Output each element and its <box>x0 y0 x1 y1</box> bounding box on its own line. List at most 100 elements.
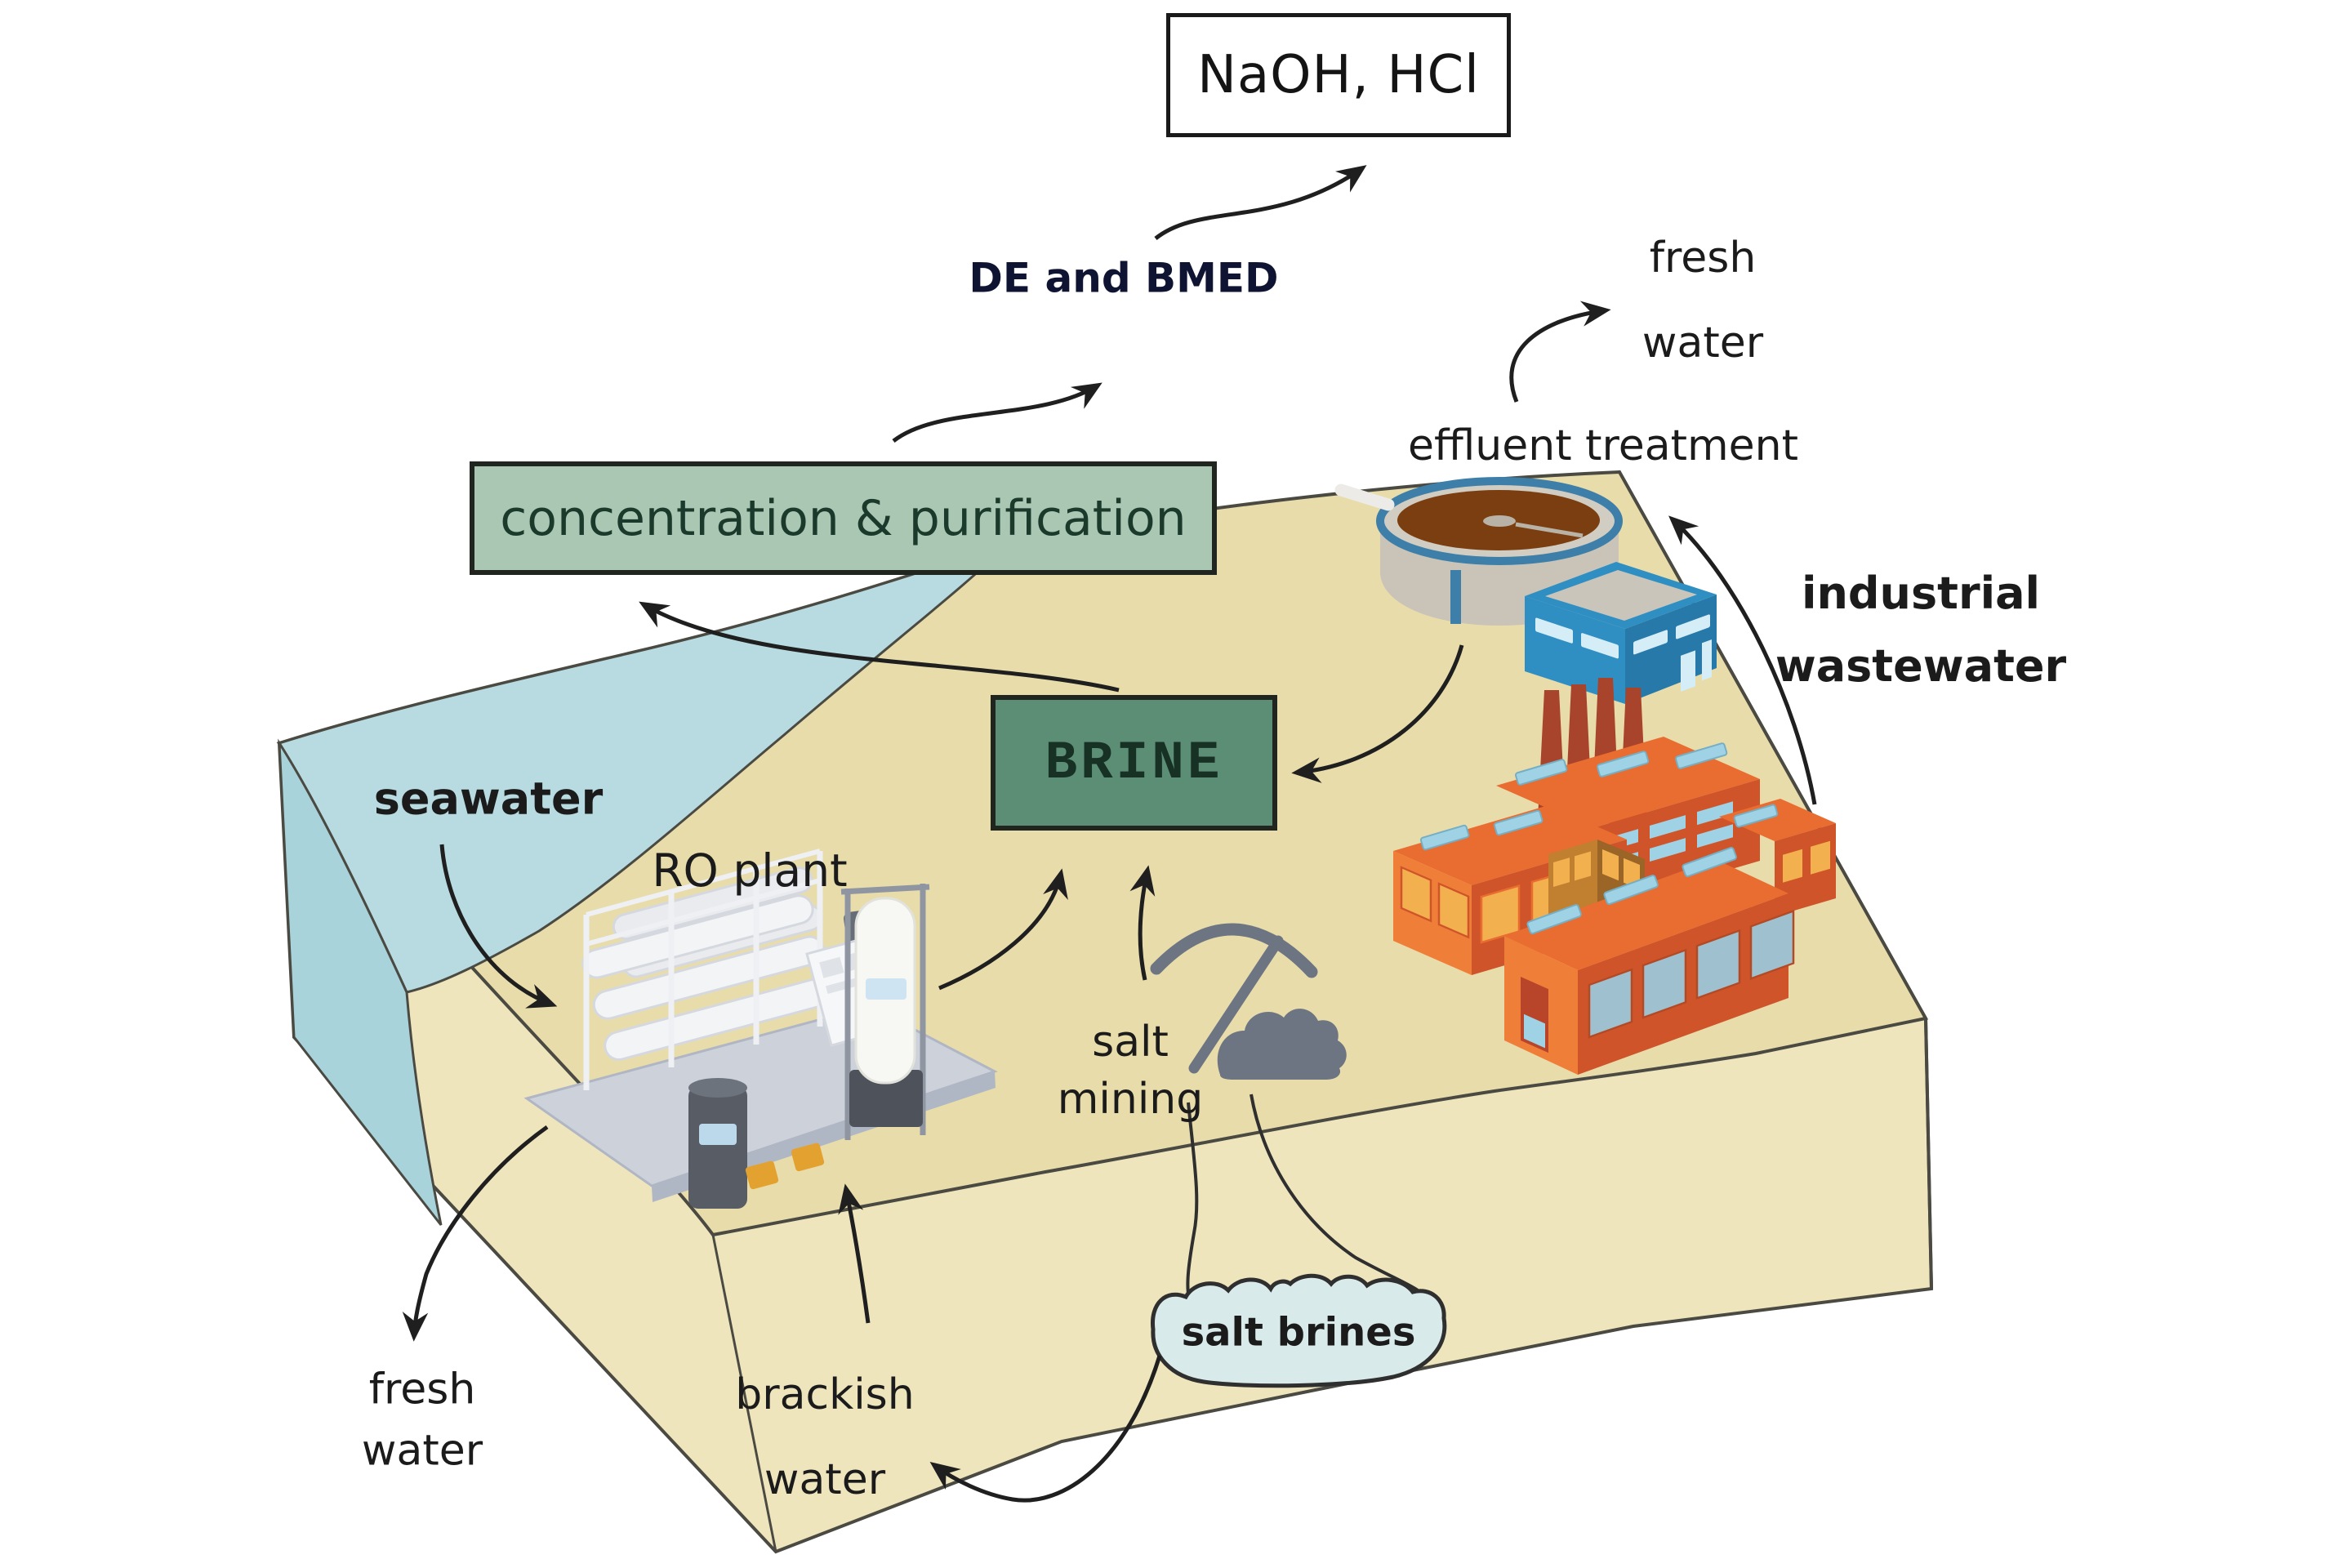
concentration-purification-box: concentration & purification <box>470 461 1217 575</box>
ro-pump <box>791 1143 825 1172</box>
arrow-brine-to-concentration <box>639 601 1120 693</box>
naoh-hcl-label: NaOH, HCl <box>1197 45 1480 105</box>
fresh-water-bottom-label: fresh water <box>361 1365 483 1476</box>
tank-hub <box>1483 515 1516 527</box>
tank-base <box>849 1070 923 1127</box>
factory-left-wall-windows <box>1400 866 1470 939</box>
skylight-bar <box>1493 809 1544 836</box>
factory-door <box>1521 977 1548 1054</box>
flow-arrows <box>402 165 1817 1503</box>
door-window <box>1524 1013 1545 1049</box>
salt-mining-label: salt mining <box>1057 1017 1204 1124</box>
window-pane <box>1633 630 1668 655</box>
naoh-hcl-box: NaOH, HCl <box>1166 13 1511 137</box>
brine-box: BRINE <box>991 695 1277 831</box>
factory-front-roof <box>1504 859 1788 970</box>
window-pane <box>1749 909 1795 981</box>
frame-rail <box>586 849 821 947</box>
pickaxe-handle-icon <box>1188 935 1284 1074</box>
skylight-bar <box>1526 903 1582 934</box>
industrial-wastewater-label: industrial wastewater <box>1775 567 2067 692</box>
sea-side-face <box>278 738 443 1226</box>
ro-pump <box>745 1160 779 1190</box>
arrow-ro-plant-to-freshwater <box>402 1125 549 1342</box>
factory-front-windows <box>1588 909 1795 1039</box>
effluent-treatment-label: effluent treatment <box>1408 421 1798 470</box>
tank-body-stripe <box>1450 570 1461 624</box>
window-pane <box>1681 650 1695 692</box>
skylight-bar <box>1419 824 1470 851</box>
window-pane <box>1437 882 1470 939</box>
land-front-corner-edge <box>711 1234 777 1552</box>
window-pane <box>1650 815 1686 840</box>
arrow-mining-to-brine <box>1129 865 1156 981</box>
arrow-factory-to-effluent <box>1668 515 1817 805</box>
factory <box>1393 678 1836 1075</box>
concentration-purification-label: concentration & purification <box>500 489 1187 547</box>
frame-post <box>583 851 823 1090</box>
salt-brines-pocket <box>1151 1094 1447 1388</box>
rock-pile-icon <box>1217 1009 1347 1080</box>
ro-rack-frame <box>583 849 823 1090</box>
ro-plant <box>523 849 998 1209</box>
arrow-saltbrines-to-brackish <box>929 1355 1162 1503</box>
window-pane <box>1697 824 1733 849</box>
brackish-water-label: brackish water <box>735 1370 915 1504</box>
pickaxe-head-icon <box>1150 923 1318 978</box>
ro-membrane-rack-front <box>581 894 836 1061</box>
ro-tall-tank <box>840 884 930 1140</box>
cabinet-panel <box>819 956 844 978</box>
window-pane <box>1676 614 1710 639</box>
arrow-seawater-to-ro-plant <box>439 844 558 1009</box>
factory-left-roof <box>1393 805 1627 885</box>
arrow-brackish-to-ro-plant <box>838 1183 871 1324</box>
salt-brines-label: salt brines <box>1181 1309 1416 1356</box>
window-pane <box>1697 801 1733 826</box>
de-bmed-label: DE and BMED <box>969 254 1279 302</box>
land-vertical-edge-right <box>1924 1018 1933 1290</box>
pump-body <box>745 1160 779 1190</box>
membrane-tube <box>592 935 826 1020</box>
brine-label: BRINE <box>1045 732 1223 794</box>
window-pane <box>1642 948 1687 1019</box>
tank-top <box>688 1078 747 1098</box>
window-pane <box>1400 866 1432 923</box>
skylight-bar <box>1603 874 1659 905</box>
skylight-bar <box>1515 759 1568 786</box>
arrow-effluent-to-brine <box>1291 644 1464 783</box>
window-pane <box>1535 617 1573 644</box>
window-pane <box>1581 633 1619 659</box>
pump-body <box>791 1143 825 1172</box>
salt-mining-icon <box>1150 923 1347 1080</box>
window-pane <box>1575 851 1591 881</box>
blue-building <box>1525 562 1717 704</box>
skylight-bar <box>1733 804 1779 828</box>
window-pane <box>1809 839 1832 877</box>
arrow-ro-plant-to-brine <box>938 868 1068 991</box>
skylight-bar <box>1675 742 1728 769</box>
factory-courtyard-windows-1 <box>1553 851 1591 887</box>
window-pane <box>1695 929 1741 1000</box>
arrow-concentration-to-debmed <box>892 382 1102 443</box>
window-pane <box>1480 884 1521 944</box>
tank-inlet-pipe-icon <box>1334 483 1395 511</box>
mining-shaft-line <box>1186 1102 1199 1299</box>
window-pane <box>1588 968 1633 1039</box>
arrow-debmed-to-naoh <box>1154 165 1367 240</box>
window-pane <box>1602 849 1619 881</box>
ro-front-tank <box>688 1078 747 1209</box>
skylight-bar <box>1682 846 1737 877</box>
arrow-effluent-to-freshwater <box>1509 301 1611 403</box>
tank-body <box>688 1086 747 1209</box>
skylight-bar <box>1597 751 1650 777</box>
tank-arm <box>1515 522 1584 538</box>
factory-right-roof <box>1719 799 1836 841</box>
tank-label <box>866 978 906 1000</box>
seawater-label: seawater <box>373 773 604 825</box>
fresh-water-top-label: fresh water <box>1642 234 1764 368</box>
window-pane <box>1650 838 1686 862</box>
blue-building-windows-right <box>1633 614 1712 692</box>
tank-label <box>699 1124 737 1145</box>
